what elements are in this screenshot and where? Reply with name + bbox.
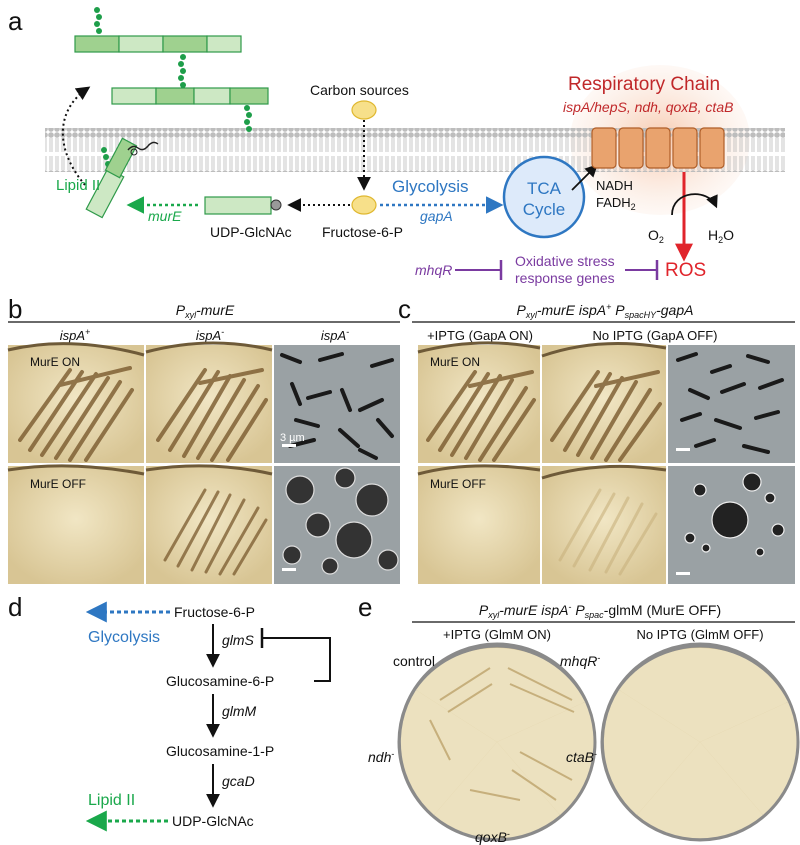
d-feedback-inhibition: [262, 637, 331, 682]
panel-label-a: a: [8, 6, 23, 36]
label-gapa: gapA: [420, 208, 453, 224]
col-b-1: ispA+: [60, 327, 91, 343]
row-c-2: MurE OFF: [430, 477, 486, 491]
label-lipid-ii: Lipid II: [56, 177, 100, 194]
micrograph-b-off: [274, 466, 400, 584]
label-mure: murE: [148, 208, 182, 224]
panel-d: d Fructose-6-P Glycolysis glmS Glucosami…: [8, 592, 331, 832]
arrow-nadh: [571, 164, 598, 191]
col-e-2: No IPTG (GlmM OFF): [636, 627, 763, 642]
micrograph-c-off: [668, 466, 795, 584]
plate-b-ispa-plus-off: [7, 464, 145, 584]
col-b-2: ispA-: [196, 327, 224, 343]
udp-phosphate: [270, 199, 282, 211]
row-c-1: MurE ON: [430, 355, 480, 369]
d-glycolysis: Glycolysis: [88, 629, 160, 646]
label-udp-glcnac: UDP-GlcNAc: [210, 224, 292, 240]
udp-glcnac-box: [204, 196, 272, 215]
e-mhqr: mhqR-: [560, 653, 600, 669]
panel-e: e Pxyl-murE ispA- Pspac-glmM (MurE OFF) …: [358, 592, 800, 845]
scale-bar-label: 3 µm: [280, 432, 305, 444]
label-resp-genes: ispA/hepS, ndh, qoxB, ctaB: [563, 99, 733, 115]
micrograph-c-on: [668, 345, 795, 463]
plate-c-gapa-on-mure-on: [417, 341, 541, 463]
col-c-2: No IPTG (GapA OFF): [593, 328, 718, 343]
plate-e-glmm-on: [397, 642, 597, 842]
e-control: control: [393, 653, 435, 669]
respiratory-complexes: [591, 127, 725, 169]
col-e-1: +IPTG (GlmM ON): [443, 627, 551, 642]
label-h2o: H2O: [708, 227, 734, 245]
plate-e-glmm-off: [600, 642, 800, 842]
label-ros: ROS: [665, 260, 706, 281]
label-carbon-sources: Carbon sources: [310, 82, 409, 98]
title-c: Pxyl-murE ispA+ PspacHY-gapA: [517, 302, 694, 320]
panel-a: a: [8, 6, 785, 286]
e-ctab: ctaB-: [566, 749, 597, 765]
d-glmm: glmM: [222, 703, 257, 719]
label-ox-stress-1: Oxidative stress: [515, 253, 615, 269]
e-qoxb: qoxB-: [475, 829, 510, 845]
label-o2: O2: [648, 227, 664, 245]
col-c-1: +IPTG (GapA ON): [427, 328, 533, 343]
panel-label-c: c: [398, 294, 411, 324]
label-tca-1: TCA: [527, 179, 562, 198]
panel-c: c Pxyl-murE ispA+ PspacHY-gapA +IPTG (Ga…: [398, 294, 795, 584]
d-lipid-ii: Lipid II: [88, 792, 135, 809]
d-gcad: gcaD: [222, 773, 255, 789]
label-respiratory-chain: Respiratory Chain: [568, 74, 720, 95]
panel-label-b: b: [8, 294, 22, 324]
label-fadh: FADH2: [596, 195, 636, 212]
micrograph-b-on: 3 µm: [274, 345, 400, 463]
lipid-ii-molecule: [85, 137, 159, 219]
d-gln6p: Glucosamine-6-P: [166, 673, 274, 689]
label-glycolysis: Glycolysis: [392, 177, 469, 196]
d-gln1p: Glucosamine-1-P: [166, 743, 274, 759]
plate-b-ispa-plus-on: [7, 342, 145, 463]
label-tca-2: Cycle: [523, 200, 566, 219]
carbon-source-molecule: [351, 100, 377, 120]
title-e: Pxyl-murE ispA- Pspac-glmM (MurE OFF): [479, 602, 721, 620]
label-mhqr: mhqR: [415, 262, 452, 278]
label-f6p: Fructose-6-P: [322, 224, 403, 240]
title-b: Pxyl-murE: [176, 302, 235, 320]
e-ndh: ndh-: [368, 749, 394, 765]
d-udp: UDP-GlcNAc: [172, 813, 254, 829]
label-nadh: NADH: [596, 178, 633, 193]
plate-c-gapa-on-mure-off: [417, 464, 541, 584]
d-f6p: Fructose-6-P: [174, 604, 255, 620]
col-b-3: ispA-: [321, 327, 349, 343]
d-glms: glmS: [222, 632, 255, 648]
peptidoglycan: [74, 7, 269, 174]
row-b-2: MurE OFF: [30, 477, 86, 491]
plate-b-ispa-minus-off: [145, 464, 273, 584]
plate-c-gapa-off-mure-off: [541, 464, 667, 584]
arrow-o2-h2o: [671, 193, 718, 216]
row-b-1: MurE ON: [30, 355, 80, 369]
plate-c-gapa-off-mure-on: [541, 342, 667, 463]
f6p-molecule: [351, 195, 377, 215]
tca-cycle-circle: [502, 155, 586, 239]
panel-b: b Pxyl-murE ispA+ ispA- ispA- 3: [7, 294, 400, 584]
panel-label-e: e: [358, 592, 372, 622]
plate-b-ispa-minus-on: [145, 341, 273, 463]
label-ox-stress-2: response genes: [515, 270, 615, 286]
panel-label-d: d: [8, 592, 22, 622]
